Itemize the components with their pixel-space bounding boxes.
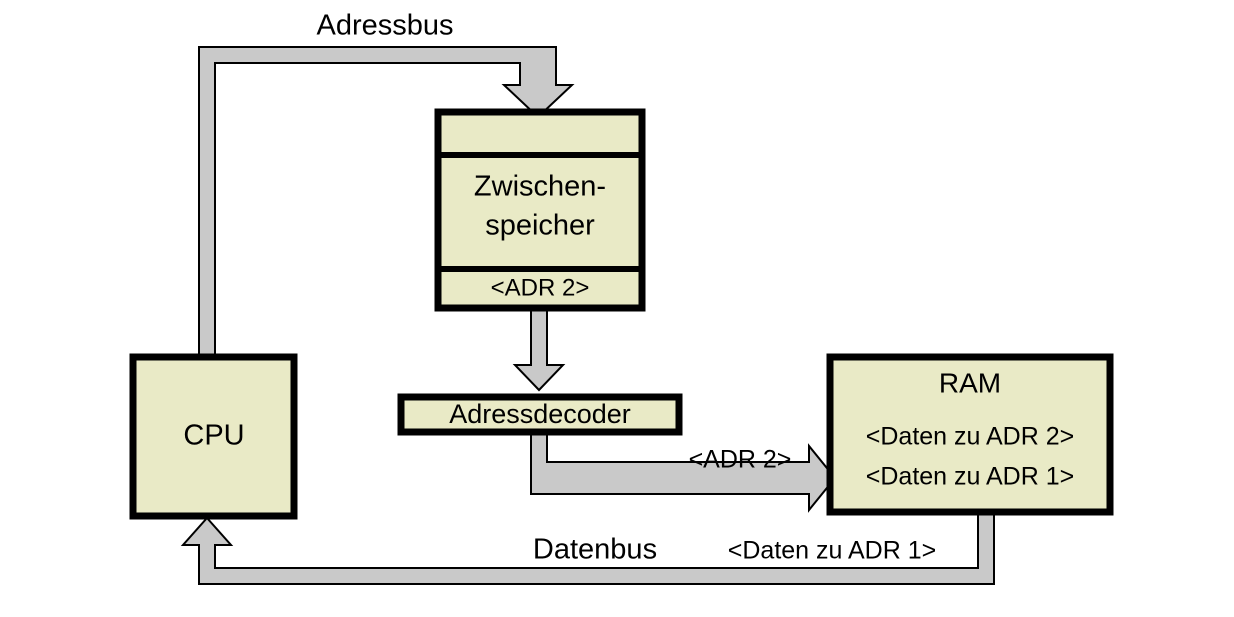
adressdecoder-label: Adressdecoder: [449, 399, 631, 429]
ram-data-line-1: <Daten zu ADR 2>: [866, 423, 1074, 451]
adressdecoder-to-ram-arrow: [530, 431, 837, 513]
ram-box[interactable]: [826, 353, 1114, 516]
zwischenspeicher-address-value: <ADR 2>: [491, 274, 590, 301]
cpu-label: CPU: [183, 420, 244, 452]
cpu-box[interactable]: [129, 353, 298, 520]
node-cpu[interactable]: CPU: [129, 353, 298, 520]
adressdecoder-box[interactable]: [397, 393, 683, 436]
decoder-to-ram-label: <ADR 2>: [689, 446, 792, 474]
adressbus-arrow: [198, 46, 575, 358]
zwischenspeicher-box[interactable]: [434, 108, 646, 312]
ram-title: RAM: [939, 367, 1001, 398]
node-ram[interactable]: RAM <Daten zu ADR 2> <Daten zu ADR 1>: [826, 353, 1114, 516]
node-adressdecoder[interactable]: Adressdecoder: [397, 393, 683, 436]
datenbus-label: Datenbus: [533, 534, 657, 566]
zwischenspeicher-to-adressdecoder-arrow: [512, 307, 566, 392]
datenbus-value-label: <Daten zu ADR 1>: [728, 537, 936, 565]
zwischenspeicher-label-line2: speicher: [485, 210, 595, 242]
ram-data-line-2: <Daten zu ADR 1>: [866, 463, 1074, 491]
adressbus-label: Adressbus: [316, 10, 453, 42]
zwischenspeicher-label-line1: Zwischen-: [474, 171, 606, 203]
node-zwischenspeicher[interactable]: Zwischen- speicher <ADR 2>: [434, 108, 646, 312]
datenbus-arrow: [180, 511, 995, 585]
